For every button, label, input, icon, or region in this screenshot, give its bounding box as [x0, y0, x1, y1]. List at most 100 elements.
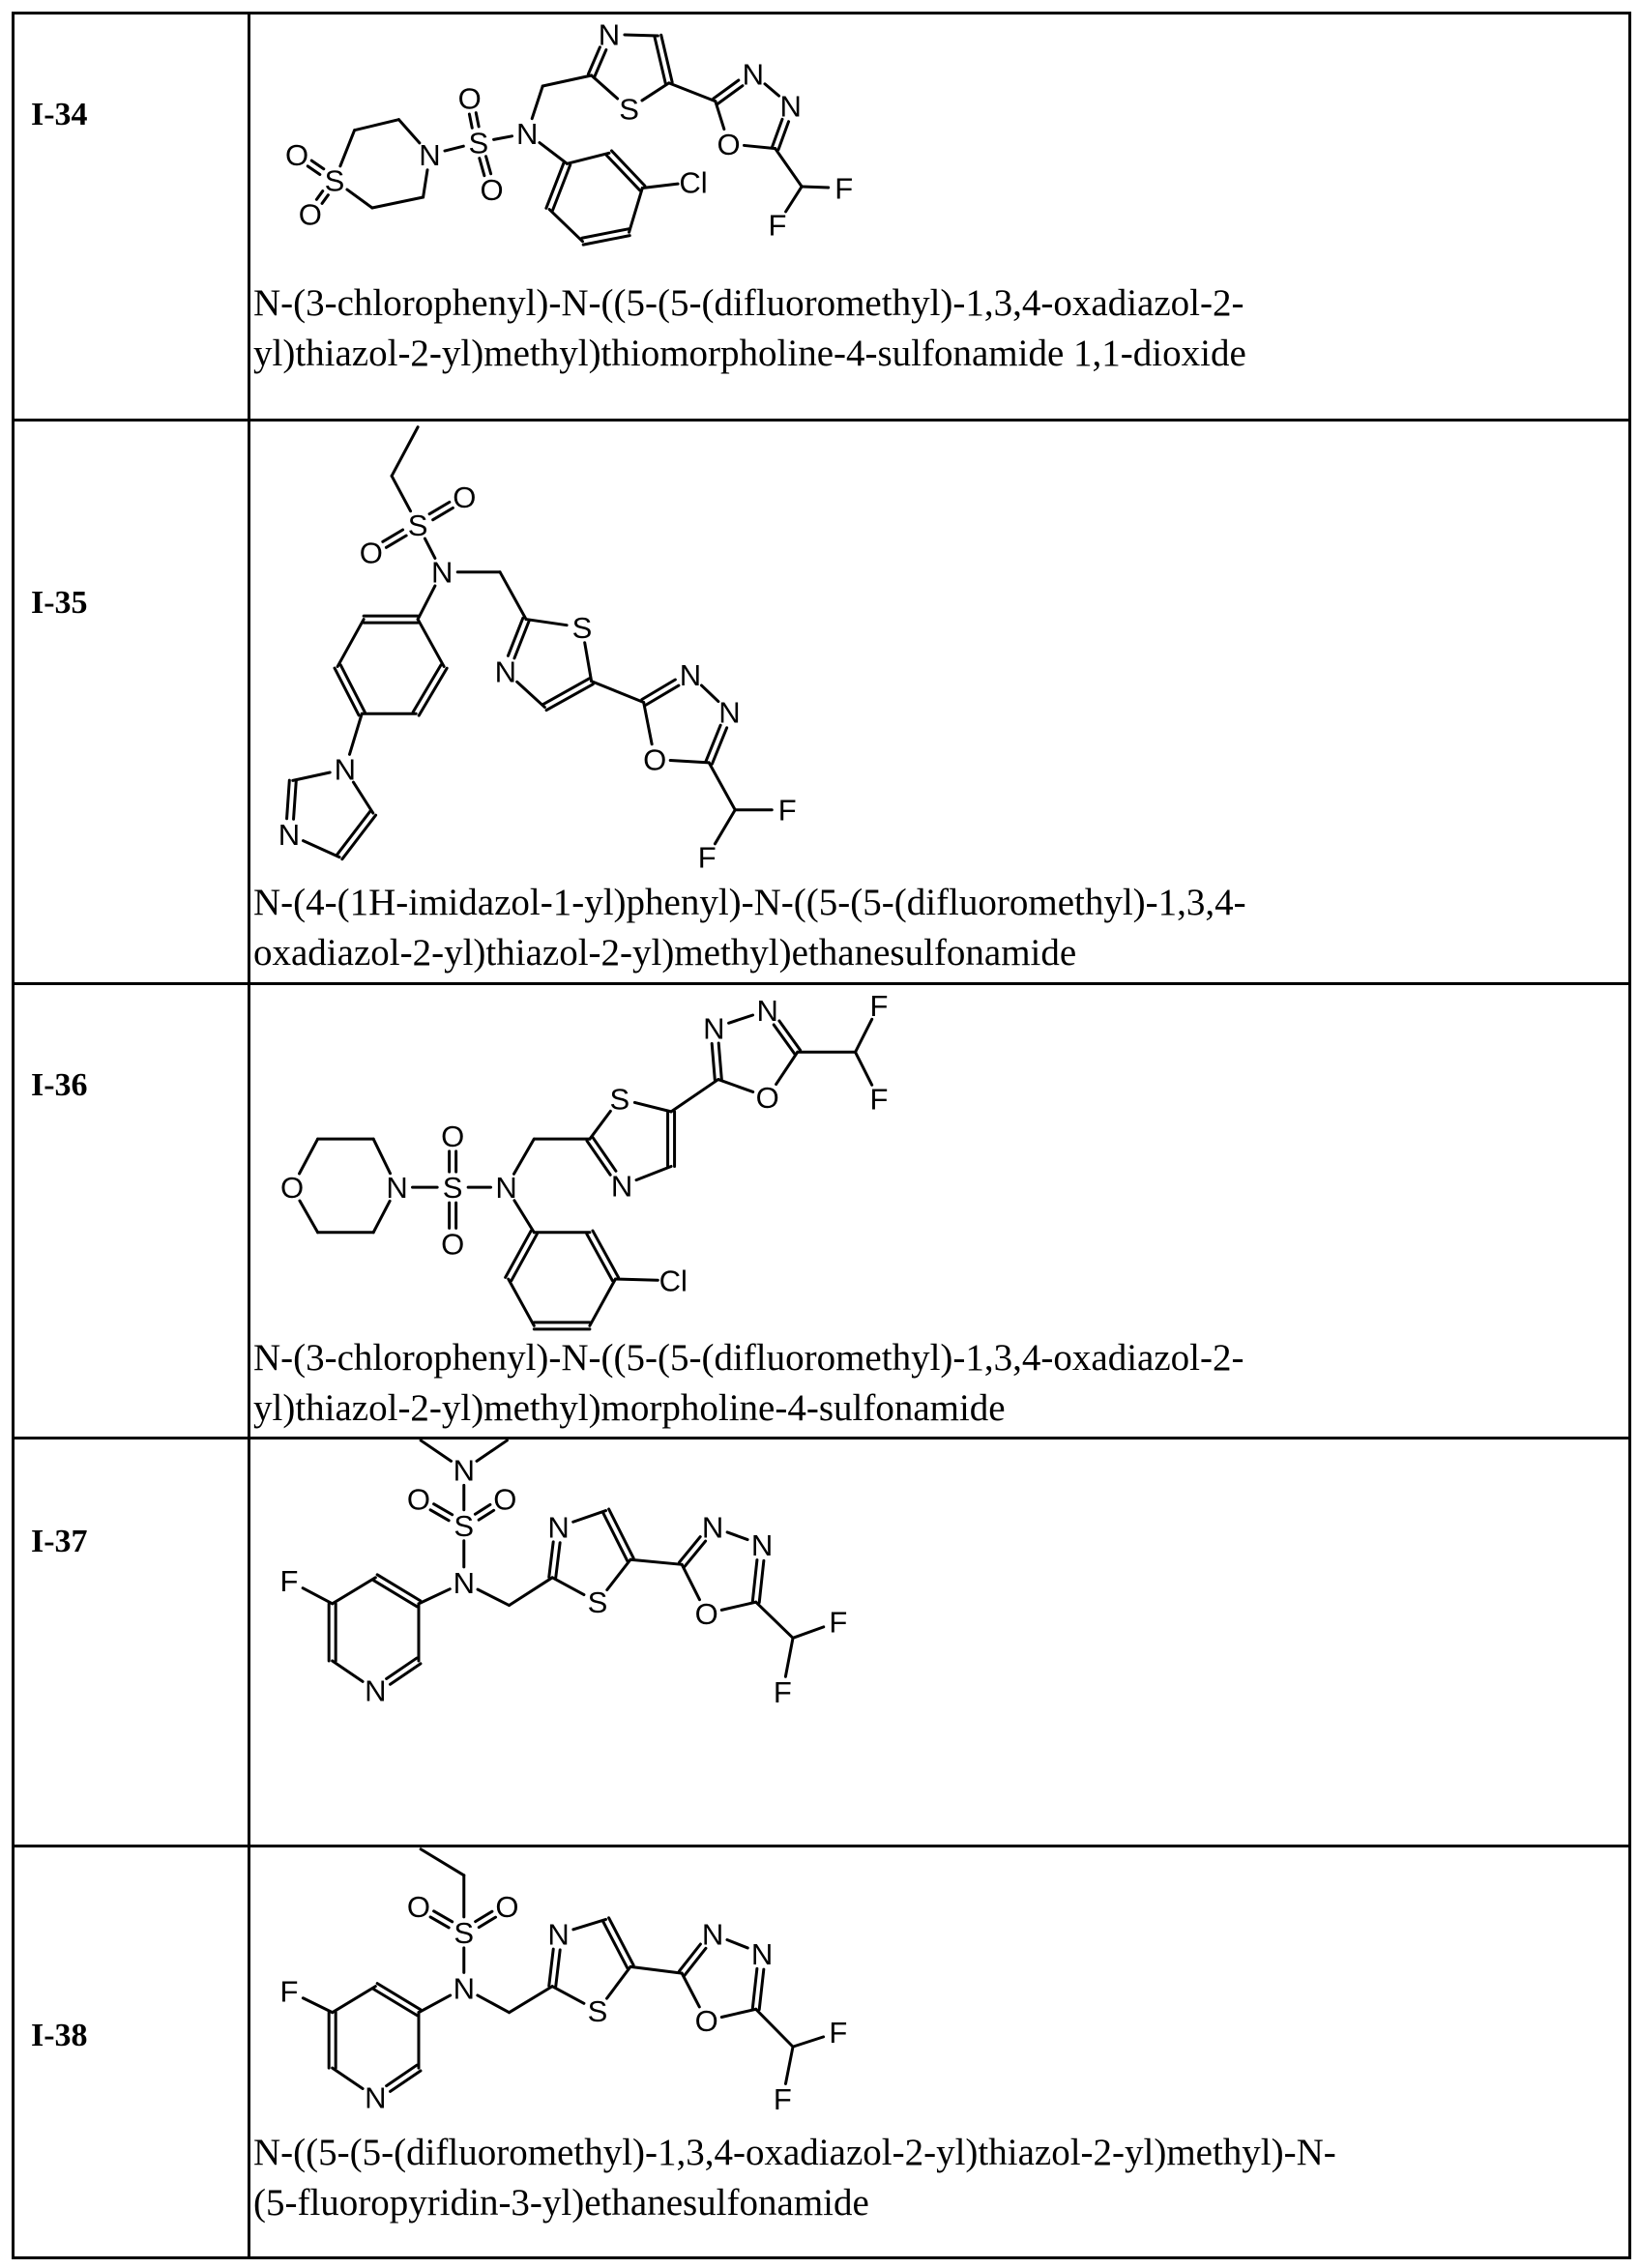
double-bond — [611, 151, 644, 186]
bond — [629, 189, 643, 233]
structure-i-36: ONSOONSNNNOFFCl — [280, 989, 888, 1329]
bond — [785, 2047, 793, 2083]
atom-label: O — [299, 197, 322, 231]
bond — [340, 131, 355, 166]
bond — [372, 197, 424, 208]
bond — [634, 1102, 671, 1111]
structure-i-34: OSONSOONNSNNOFFCl — [285, 17, 853, 245]
bond — [729, 1015, 753, 1023]
bond — [709, 763, 735, 810]
bond — [532, 86, 542, 119]
bond — [745, 145, 776, 148]
bond — [424, 170, 427, 197]
atom-label: N — [611, 1169, 632, 1203]
atom-label: S — [454, 1916, 474, 1950]
bond — [552, 1987, 584, 2004]
bond — [642, 184, 678, 188]
structure-i-35: SOONSNNNOFFNN — [278, 427, 797, 875]
bond — [333, 1661, 363, 1681]
atom-label: O — [643, 742, 666, 776]
bond — [727, 1532, 747, 1540]
double-bond — [717, 86, 743, 104]
double-bond — [752, 1560, 757, 1602]
double-bond — [714, 80, 739, 99]
bond — [670, 760, 709, 762]
bond — [625, 35, 658, 36]
bond — [303, 1588, 333, 1604]
atom-label: N — [454, 1566, 475, 1600]
atom-label: N — [454, 1453, 475, 1487]
bond — [785, 1638, 793, 1676]
bond — [478, 1589, 510, 1605]
bond — [590, 1111, 610, 1139]
bond — [549, 210, 582, 242]
atom-label: N — [495, 1171, 516, 1205]
atom-label: S — [454, 1509, 474, 1543]
bond — [293, 772, 330, 780]
bond — [756, 1602, 793, 1638]
bond — [856, 1052, 872, 1085]
atom-label: N — [743, 57, 764, 91]
bond — [300, 1201, 318, 1233]
bond — [300, 1139, 318, 1174]
double-bond — [712, 728, 726, 764]
atom-label: S — [443, 1171, 463, 1205]
bond — [682, 1973, 699, 2007]
bond — [573, 1511, 606, 1523]
bond — [337, 620, 364, 667]
bond — [727, 1939, 747, 1947]
atom-label: O — [495, 1890, 518, 1924]
double-bond — [311, 160, 324, 169]
bond — [398, 120, 419, 143]
bond — [756, 2009, 793, 2047]
bond — [333, 1578, 376, 1604]
atom-label: F — [774, 1675, 792, 1709]
atom-label: S — [610, 1083, 630, 1117]
bond — [765, 84, 779, 96]
atom-label: S — [588, 1585, 608, 1619]
bond — [353, 782, 372, 813]
atom-label: O — [695, 2004, 718, 2038]
bond — [392, 476, 410, 510]
atom-label: F — [280, 1975, 299, 2009]
bond — [478, 1995, 510, 2013]
atom-label: S — [588, 1994, 608, 2028]
structure-i-38: SOONFNNSNNOFF — [280, 1849, 848, 2116]
atom-label: N — [599, 17, 620, 51]
double-bond — [759, 1969, 764, 2010]
bond — [540, 143, 568, 164]
bond — [607, 1559, 630, 1589]
atom-label: O — [717, 128, 741, 161]
bond — [607, 1966, 630, 1998]
atom-label: O — [458, 82, 482, 116]
double-bond — [419, 668, 447, 715]
bond — [421, 1849, 464, 1875]
atom-label: N — [702, 1510, 723, 1544]
bond — [567, 153, 609, 163]
bond — [630, 1559, 682, 1564]
bond — [373, 1139, 390, 1174]
double-bond — [337, 811, 370, 855]
bond — [477, 1440, 507, 1461]
atom-label: N — [703, 1011, 724, 1045]
bond — [347, 189, 372, 208]
atom-label: N — [365, 1673, 386, 1707]
bond — [592, 682, 644, 703]
bond — [776, 1052, 798, 1084]
bond — [715, 810, 735, 844]
bond — [716, 102, 724, 130]
bond — [721, 2009, 755, 2017]
bond — [592, 75, 618, 99]
bond — [510, 1987, 553, 2013]
atom-label: O — [695, 1597, 718, 1631]
atom-label: O — [441, 1119, 464, 1153]
bond — [718, 1080, 753, 1092]
bond — [303, 1998, 332, 2013]
atom-label: N — [751, 1937, 773, 1971]
bond — [500, 572, 526, 620]
atom-label: N — [454, 1971, 475, 2005]
double-bond — [549, 1949, 554, 1986]
bond — [682, 1564, 699, 1599]
bond — [373, 1201, 390, 1232]
